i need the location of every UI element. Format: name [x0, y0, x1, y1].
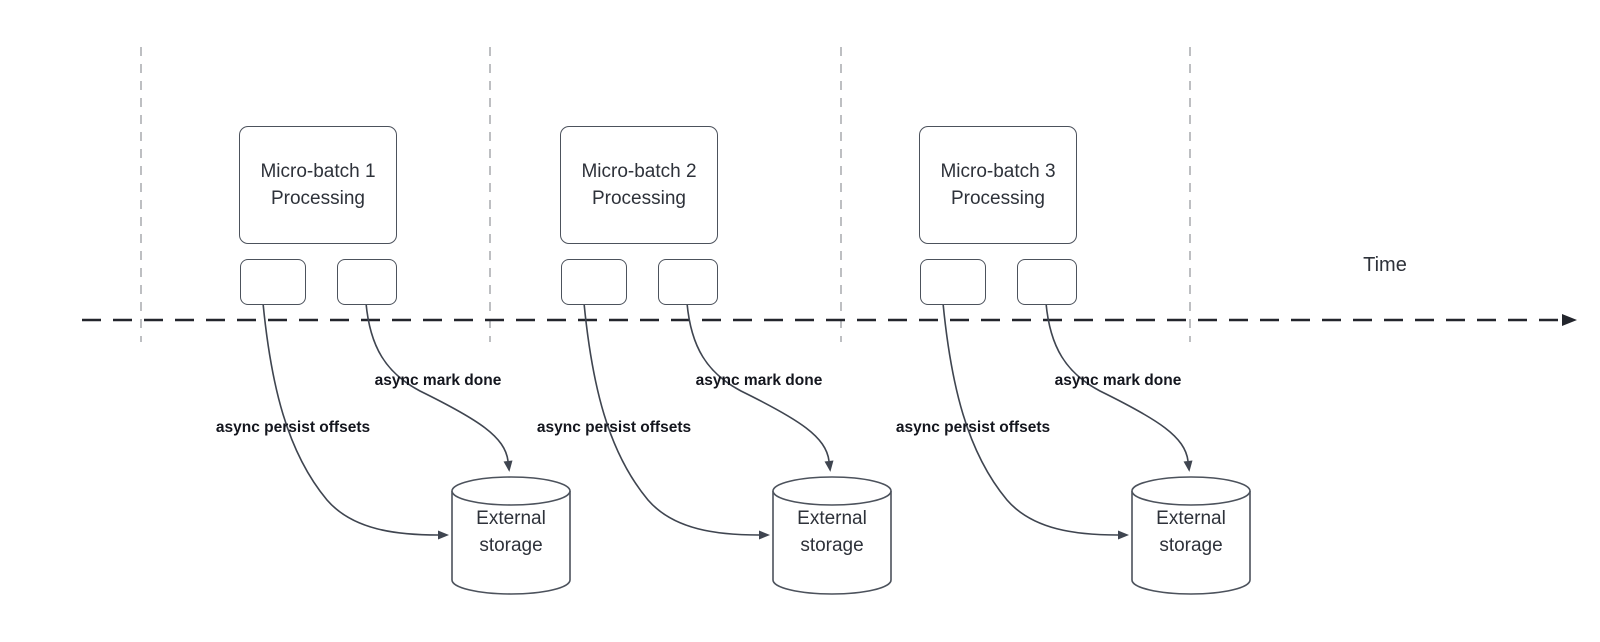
mark-done-arrow: [1045, 302, 1193, 472]
offset-task-box: [240, 259, 306, 305]
mark-done-label: async mark done: [374, 372, 502, 389]
mark-done-task-box: [658, 259, 718, 305]
mark-done-task-box: [337, 259, 397, 305]
offset-task-box: [561, 259, 627, 305]
mark-done-label: async mark done: [695, 372, 823, 389]
microbatch-3-processing-box: Micro-batch 3 Processing: [919, 126, 1077, 244]
persist-offsets-label: async persist offsets: [536, 419, 692, 436]
persist-offsets-arrow: [583, 302, 770, 540]
microbatch-2-processing-box: Micro-batch 2 Processing: [560, 126, 718, 244]
microbatch-3-processing-label: Micro-batch 3 Processing: [940, 161, 1056, 209]
external-storage-label: External storage: [1156, 508, 1226, 556]
external-storage-cylinder: [1131, 476, 1251, 595]
persist-offsets-label: async persist offsets: [895, 419, 1051, 436]
microbatch-2-processing-label: Micro-batch 2 Processing: [581, 161, 697, 209]
persist-offsets-arrow: [942, 302, 1129, 540]
external-storage-label: External storage: [797, 508, 867, 556]
external-storage-cylinder: [772, 476, 892, 595]
mark-done-label: async mark done: [1054, 372, 1182, 389]
time-axis-label: Time: [1363, 254, 1407, 276]
mark-done-task-box: [1017, 259, 1077, 305]
microbatch-group-1: Micro-batch 1 Processing async persist o…: [216, 0, 579, 642]
offset-task-box: [920, 259, 986, 305]
microbatch-1-processing-label: Micro-batch 1 Processing: [260, 161, 376, 209]
persist-offsets-label: async persist offsets: [215, 419, 371, 436]
external-storage-label: External storage: [476, 508, 546, 556]
microbatch-group-2: Micro-batch 2 Processing async persist o…: [537, 0, 900, 642]
mark-done-arrow: [686, 302, 834, 472]
external-storage-cylinder: [451, 476, 571, 595]
microbatch-group-3: Micro-batch 3 Processing async persist o…: [896, 0, 1259, 642]
mark-done-arrow: [365, 302, 513, 472]
persist-offsets-arrow: [262, 302, 449, 540]
microbatch-1-processing-box: Micro-batch 1 Processing: [239, 126, 397, 244]
